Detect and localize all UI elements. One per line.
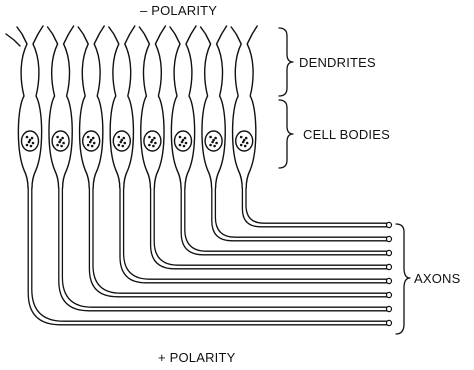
cell-outline-left — [139, 27, 150, 188]
cell-bodies-brace — [279, 100, 293, 168]
dendrites-label: DENDRITES — [299, 55, 376, 70]
chromatin-dot — [215, 142, 218, 145]
chromatin-dot — [213, 145, 216, 148]
dendrites-brace — [279, 28, 293, 96]
chromatin-dot — [183, 145, 186, 148]
chromatin-dot — [118, 144, 121, 147]
cell-outline-left — [78, 27, 89, 188]
axon-line — [62, 188, 388, 307]
cell-outline-right — [154, 26, 165, 188]
axon-terminal — [387, 264, 392, 269]
chromatin-dot — [153, 137, 156, 140]
cell-outline-right — [246, 26, 257, 188]
neuron-array — [6, 26, 392, 326]
chromatin-dot — [61, 137, 64, 140]
chromatin-dot — [60, 145, 63, 148]
axon-terminal — [387, 250, 392, 255]
chromatin-dot — [26, 144, 29, 147]
axon-terminal — [387, 222, 392, 227]
axon-terminal — [387, 278, 392, 283]
axon-line — [246, 188, 388, 223]
axon-terminal — [387, 236, 392, 241]
chromatin-dot — [87, 144, 90, 147]
chromatin-dot — [148, 144, 151, 147]
chromatin-dot — [243, 139, 246, 142]
cell-outline-left — [231, 27, 242, 188]
chromatin-dot — [209, 136, 212, 139]
chromatin-dot — [148, 136, 151, 139]
chromatin-dot — [121, 139, 124, 142]
chromatin-dot — [32, 142, 35, 145]
chromatin-dot — [154, 142, 157, 145]
chromatin-dot — [152, 145, 155, 148]
cell-outline-left — [170, 27, 181, 188]
cell-outline-left — [17, 27, 28, 188]
axon-line — [59, 188, 388, 311]
bottom-polarity-label: + POLARITY — [158, 350, 236, 365]
chromatin-dot — [92, 137, 95, 140]
chromatin-dot — [182, 139, 185, 142]
cell-outline-right — [216, 26, 227, 188]
cell-outline-left — [201, 27, 212, 188]
chromatin-dot — [87, 136, 90, 139]
dendrite-tip — [6, 34, 20, 46]
chromatin-dot — [244, 145, 247, 148]
cell-outline-left — [48, 27, 59, 188]
cell-outline-right — [93, 26, 104, 188]
axons-brace — [396, 224, 410, 334]
chromatin-dot — [245, 137, 248, 140]
axon-terminal — [387, 292, 392, 297]
chromatin-dot — [209, 144, 212, 147]
chromatin-dot — [93, 142, 96, 145]
chromatin-dot — [179, 144, 182, 147]
chromatin-dot — [118, 136, 121, 139]
chromatin-dot — [26, 136, 29, 139]
chromatin-dot — [124, 142, 127, 145]
axon-line — [28, 188, 388, 325]
chromatin-dot — [123, 137, 126, 140]
axon-line — [212, 188, 388, 241]
chromatin-dot — [90, 139, 93, 142]
cell-outline-left — [109, 27, 120, 188]
chromatin-dot — [91, 145, 94, 148]
chromatin-dot — [29, 139, 32, 142]
chromatin-dot — [184, 137, 187, 140]
cell-outline-right — [63, 26, 74, 188]
axons-label: AXONS — [414, 271, 461, 286]
axon-line — [242, 188, 388, 227]
chromatin-dot — [59, 139, 62, 142]
axon-terminal — [387, 306, 392, 311]
chromatin-dot — [185, 142, 188, 145]
chromatin-dot — [122, 145, 125, 148]
chromatin-dot — [31, 137, 34, 140]
chromatin-dot — [151, 139, 154, 142]
chromatin-dot — [212, 139, 215, 142]
axon-line — [151, 188, 388, 269]
cell-bodies-label: CELL BODIES — [303, 127, 390, 142]
chromatin-dot — [30, 145, 33, 148]
cell-outline-right — [124, 26, 135, 188]
chromatin-dot — [62, 142, 65, 145]
cell-outline-right — [32, 26, 43, 188]
chromatin-dot — [56, 136, 59, 139]
chromatin-dot — [240, 144, 243, 147]
top-polarity-label: – POLARITY — [140, 3, 217, 18]
chromatin-dot — [214, 137, 217, 140]
chromatin-dot — [240, 136, 243, 139]
axon-line — [215, 188, 388, 237]
cell-outline-right — [185, 26, 196, 188]
chromatin-dot — [56, 144, 59, 147]
chromatin-dot — [179, 136, 182, 139]
axon-terminal — [387, 320, 392, 325]
chromatin-dot — [246, 142, 249, 145]
